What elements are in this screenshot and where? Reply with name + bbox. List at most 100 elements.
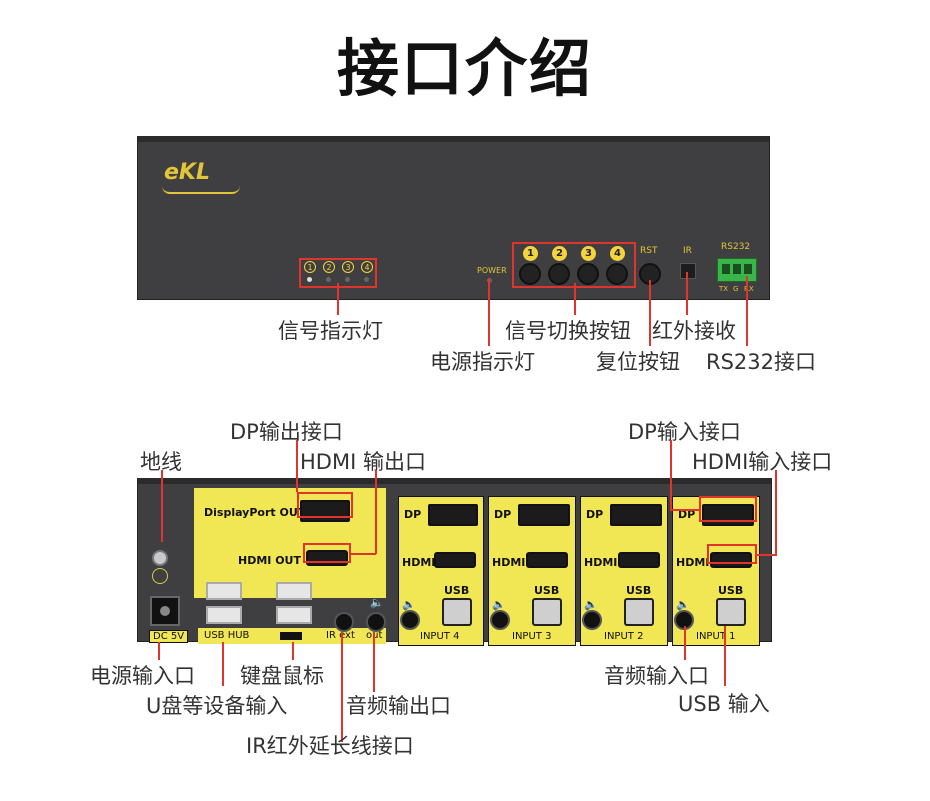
dp-out-annotation: DP输出接口 [230, 420, 343, 444]
hdmi-in-line-h [757, 554, 777, 556]
keyboard-mouse-annotation: 键盘鼠标 [240, 664, 324, 688]
power-label: POWER [477, 266, 507, 275]
button-number-1: 1 [523, 246, 538, 261]
rs232-label: RS232 [721, 242, 751, 252]
keyboard-mouse-port-2 [276, 606, 312, 624]
usb-device-line [222, 642, 224, 686]
dc-jack [150, 596, 180, 626]
input-4-hdmi-label: HDMI [402, 556, 436, 569]
reset-button-annotation: 复位按钮 [596, 350, 680, 374]
ir-ext-jack [334, 612, 354, 632]
button-number-2: 2 [552, 246, 567, 261]
audio-out-line [373, 632, 375, 692]
input-1-usb-port [716, 598, 746, 626]
button-number-3: 3 [581, 246, 596, 261]
output-section [194, 488, 386, 598]
power-led-line [488, 278, 490, 346]
input-3-label: INPUT 3 [512, 631, 552, 642]
ir-label: IR [683, 246, 692, 256]
input-2-label: INPUT 2 [604, 631, 644, 642]
led-number-1: 1 [304, 261, 316, 273]
input-3-speaker-icon: 🔈 [492, 598, 506, 611]
switch-button-2[interactable] [548, 263, 570, 285]
hdmi-out-label: HDMI OUT [238, 554, 301, 567]
input-4-hdmi-port [434, 552, 476, 568]
dc-jack-pin [160, 606, 170, 616]
dc-label: DC 5V [149, 630, 189, 643]
ground-icon [152, 568, 168, 584]
input-4-speaker-icon: 🔈 [402, 598, 416, 611]
signal-led-annotation: 信号指示灯 [278, 319, 383, 343]
input-3-audio-jack [490, 610, 510, 630]
ekl-logo: eKL [164, 160, 210, 185]
input-2-hdmi-port [618, 552, 660, 568]
switch-button-4[interactable] [606, 263, 628, 285]
input-2-dp-port [610, 504, 662, 526]
dp-in-line-v [670, 440, 672, 510]
speaker-icon-out: 🔈 [370, 596, 384, 609]
switch-buttons-annotation: 信号切换按钮 [505, 319, 631, 343]
usb-input-line [724, 626, 726, 686]
input-2-usb-port [624, 598, 654, 626]
input-1-hdmi-port [710, 552, 752, 568]
signal-led-2 [326, 277, 331, 282]
signal-led-4 [364, 277, 369, 282]
audio-out-jack [366, 612, 386, 632]
audio-input-annotation: 音频输入口 [604, 664, 709, 688]
rs232-pin-1 [722, 264, 730, 274]
input-1-hdmi-label: HDMI [676, 556, 710, 569]
usb-input-annotation: USB 输入 [678, 692, 770, 716]
input-2-usb-label: USB [626, 584, 652, 597]
switch-button-3[interactable] [577, 263, 599, 285]
signal-led-line [337, 283, 339, 315]
input-4-dp-port [428, 504, 478, 526]
rs232-pin-2 [733, 264, 741, 274]
input-3-hdmi-port [526, 552, 568, 568]
switch-button-1[interactable] [519, 263, 541, 285]
input-3-dp-label: DP [494, 508, 512, 521]
keyboard-mouse-icon [280, 632, 302, 640]
input-3-hdmi-label: HDMI [492, 556, 526, 569]
hdmi-out-annotation: HDMI 输出口 [300, 450, 426, 474]
rs232-annotation: RS232接口 [706, 350, 817, 374]
rear-panel: DisplayPort OUT HDMI OUT DC 5V USB HUB I… [137, 478, 772, 646]
power-input-annotation: 电源输入口 [90, 664, 195, 688]
dp-in-highlight [699, 496, 757, 522]
displayport-out-label: DisplayPort OUT [204, 506, 306, 519]
hdmi-in-highlight [707, 544, 757, 564]
signal-led-1 [307, 277, 312, 282]
logo-swoosh [162, 186, 240, 194]
usb-hub-label: USB HUB [204, 630, 250, 641]
led-number-3: 3 [342, 261, 354, 273]
dp-out-line [296, 440, 298, 492]
rs232-pin-tx: TX [719, 285, 729, 293]
keyboard-mouse-port-1 [276, 582, 312, 600]
rs232-pin-3 [744, 264, 752, 274]
power-led-annotation: 电源指示灯 [430, 350, 535, 374]
ir-ext-label: IR ext [326, 630, 355, 641]
input-2-audio-jack [582, 610, 602, 630]
ground-screw [152, 550, 168, 566]
input-1-label: INPUT 1 [696, 631, 736, 642]
switch-buttons-line [574, 283, 576, 315]
hdmi-out-line-v [375, 470, 377, 554]
input-4-audio-jack [400, 610, 420, 630]
signal-led-3 [345, 277, 350, 282]
ir-line [686, 272, 688, 315]
hdmi-out-line-h [351, 553, 376, 555]
input-1-usb-label: USB [718, 584, 744, 597]
hdmi-in-line-v [775, 470, 777, 556]
led-number-2: 2 [323, 261, 335, 273]
ir-receiver [680, 263, 696, 279]
input-4-usb-port [442, 598, 472, 626]
input-2-dp-label: DP [586, 508, 604, 521]
ir-ext-annotation: IR红外延长线接口 [246, 734, 414, 758]
reset-line [649, 280, 651, 346]
input-4-usb-label: USB [444, 584, 470, 597]
rs232-line [746, 276, 748, 346]
ir-receiver-annotation: 红外接收 [652, 319, 736, 343]
input-3-usb-port [532, 598, 562, 626]
dp-in-annotation: DP输入接口 [628, 420, 741, 444]
page-title: 接口介绍 [336, 32, 593, 105]
usb-hub-port-2 [206, 606, 242, 624]
